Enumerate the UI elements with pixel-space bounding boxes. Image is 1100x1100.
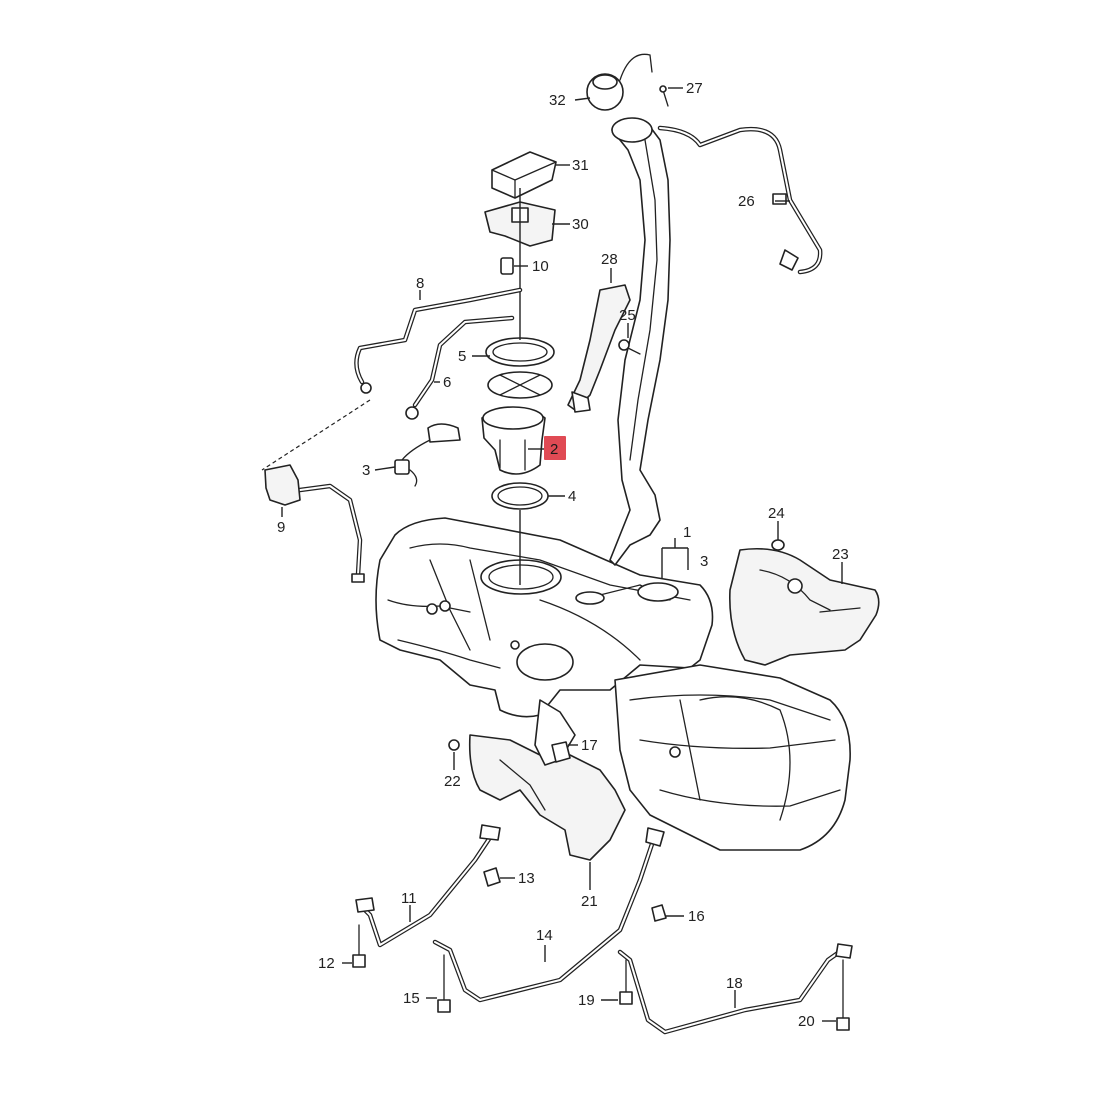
callout-27: 27 (686, 80, 703, 97)
callout-4: 4 (568, 488, 576, 505)
dashed-guide-line (261, 399, 371, 471)
callout-26: 26 (738, 193, 755, 210)
grommet-24 (771, 539, 785, 551)
callout-21: 21 (581, 893, 598, 910)
callout-labels: 32 27 31 26 30 10 28 8 25 5 6 2 3 4 9 1 … (277, 80, 849, 1030)
callout-19: 19 (578, 992, 595, 1009)
callout-10: 10 (532, 258, 549, 275)
bolt-13 (483, 867, 501, 887)
bolt-15 (437, 954, 451, 1013)
bolt-17 (551, 741, 571, 763)
vent-line (657, 125, 823, 275)
wiring-3 (394, 423, 461, 487)
screw-27 (659, 85, 669, 107)
callout-24: 24 (768, 505, 785, 522)
bolt-19 (619, 959, 633, 1005)
callout-3-tank: 3 (700, 553, 708, 570)
leader-lines (281, 87, 843, 1022)
clip-22 (448, 739, 460, 751)
callout-8: 8 (416, 275, 424, 292)
callout-30: 30 (572, 216, 589, 233)
return-line (405, 315, 515, 420)
bolt-16 (651, 904, 667, 922)
fuel-pump-module (481, 406, 546, 475)
callout-14: 14 (536, 927, 553, 944)
fuel-tank (375, 517, 851, 851)
strap-18 (617, 943, 853, 1035)
callout-6: 6 (443, 374, 451, 391)
pump-flange (487, 371, 553, 399)
supply-line (354, 287, 523, 394)
callout-20: 20 (798, 1013, 815, 1030)
callout-31: 31 (572, 157, 589, 174)
filler-bracket (567, 284, 631, 413)
callout-9: 9 (277, 519, 285, 536)
callout-23: 23 (832, 546, 849, 563)
bolt-20 (836, 959, 850, 1031)
callout-13: 13 (518, 870, 535, 887)
heat-shield (728, 547, 880, 666)
callout-5: 5 (458, 348, 466, 365)
strap-14 (432, 827, 665, 1003)
sensor-9 (264, 464, 301, 506)
bolt-25 (618, 339, 641, 355)
strap-11 (355, 824, 501, 948)
highlight-box (544, 436, 566, 460)
callout-2: 2 (550, 441, 558, 458)
filler-neck (609, 117, 671, 566)
locking-ring (485, 337, 555, 367)
pressure-sensor-harness (297, 483, 365, 583)
callout-1: 1 (683, 524, 691, 541)
callout-28: 28 (601, 251, 618, 268)
callout-3-pump: 3 (362, 462, 370, 479)
nut-10 (500, 257, 514, 275)
control-unit (491, 151, 557, 199)
callout-32: 32 (549, 92, 566, 109)
bolt-12 (352, 924, 366, 968)
callout-22: 22 (444, 773, 461, 790)
filler-cap (586, 53, 653, 111)
callout-15: 15 (403, 990, 420, 1007)
callout-17: 17 (581, 737, 598, 754)
seal-ring (491, 482, 549, 510)
callout-11: 11 (401, 890, 417, 907)
callout-25: 25 (619, 307, 636, 324)
callout-16: 16 (688, 908, 705, 925)
callout-18: 18 (726, 975, 743, 992)
callout-12: 12 (318, 955, 335, 972)
